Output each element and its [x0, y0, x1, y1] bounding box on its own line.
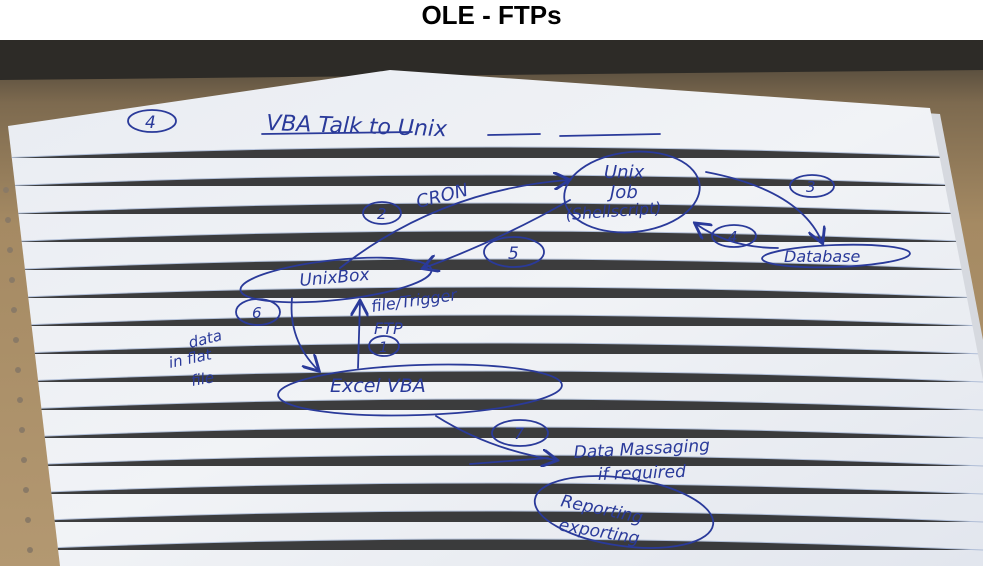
edge-excel-to-reporting [435, 415, 556, 460]
step-circle-2 [362, 201, 402, 225]
step-circle-7 [491, 419, 549, 447]
step-circle-3 [789, 174, 835, 198]
sketch-text: 4 VBA Talk to Unix Unix Job (Shellscript… [145, 111, 861, 549]
edge-database-to-job [696, 224, 779, 249]
step-circle-4 [711, 224, 757, 248]
step-circle-1 [368, 335, 400, 357]
step-number-7: 7 [514, 424, 525, 443]
step-number-5: 5 [508, 244, 519, 264]
step-number-3: 3 [806, 178, 816, 196]
edge-cron [339, 180, 568, 269]
edge-job-to-database [705, 171, 822, 242]
excel-vba-node [277, 363, 563, 417]
desk-shadow [0, 40, 983, 80]
step-number-6: 6 [252, 304, 262, 322]
excel-vba-label: Excel VBA [330, 375, 426, 397]
step-circle-6 [235, 298, 281, 326]
file-trigger-line-2: FTP [374, 319, 403, 338]
sketch-diagram [127, 109, 911, 549]
unix-job-line-2: Job [607, 182, 638, 203]
heading-underline [261, 131, 661, 137]
page-number-circle [127, 109, 177, 133]
database-node [761, 243, 911, 269]
page-number: 4 [145, 113, 156, 133]
unix-job-line-1: Unix [604, 162, 645, 183]
step-circle-5 [483, 236, 545, 268]
edge-extra-line [469, 457, 549, 465]
edge-job-to-unixbox [424, 199, 571, 268]
step-number-1: 1 [379, 340, 388, 356]
step-number-2: 2 [377, 205, 387, 223]
data-massaging-line-2: if required [597, 462, 686, 485]
spiral-binding [3, 187, 33, 553]
data-flat-file-line-3: file [190, 368, 216, 390]
slide-title: OLE - FTPs [421, 0, 562, 30]
edge-excel-to-unixbox [358, 302, 360, 369]
unix-job-node [563, 150, 701, 234]
database-label: Database [784, 247, 861, 266]
whiteboard-photo: 4 VBA Talk to Unix Unix Job (Shellscript… [0, 40, 983, 566]
reporting-node [533, 475, 715, 549]
edge-unixbox-to-excel [290, 297, 318, 370]
step-number-4: 4 [728, 228, 738, 246]
